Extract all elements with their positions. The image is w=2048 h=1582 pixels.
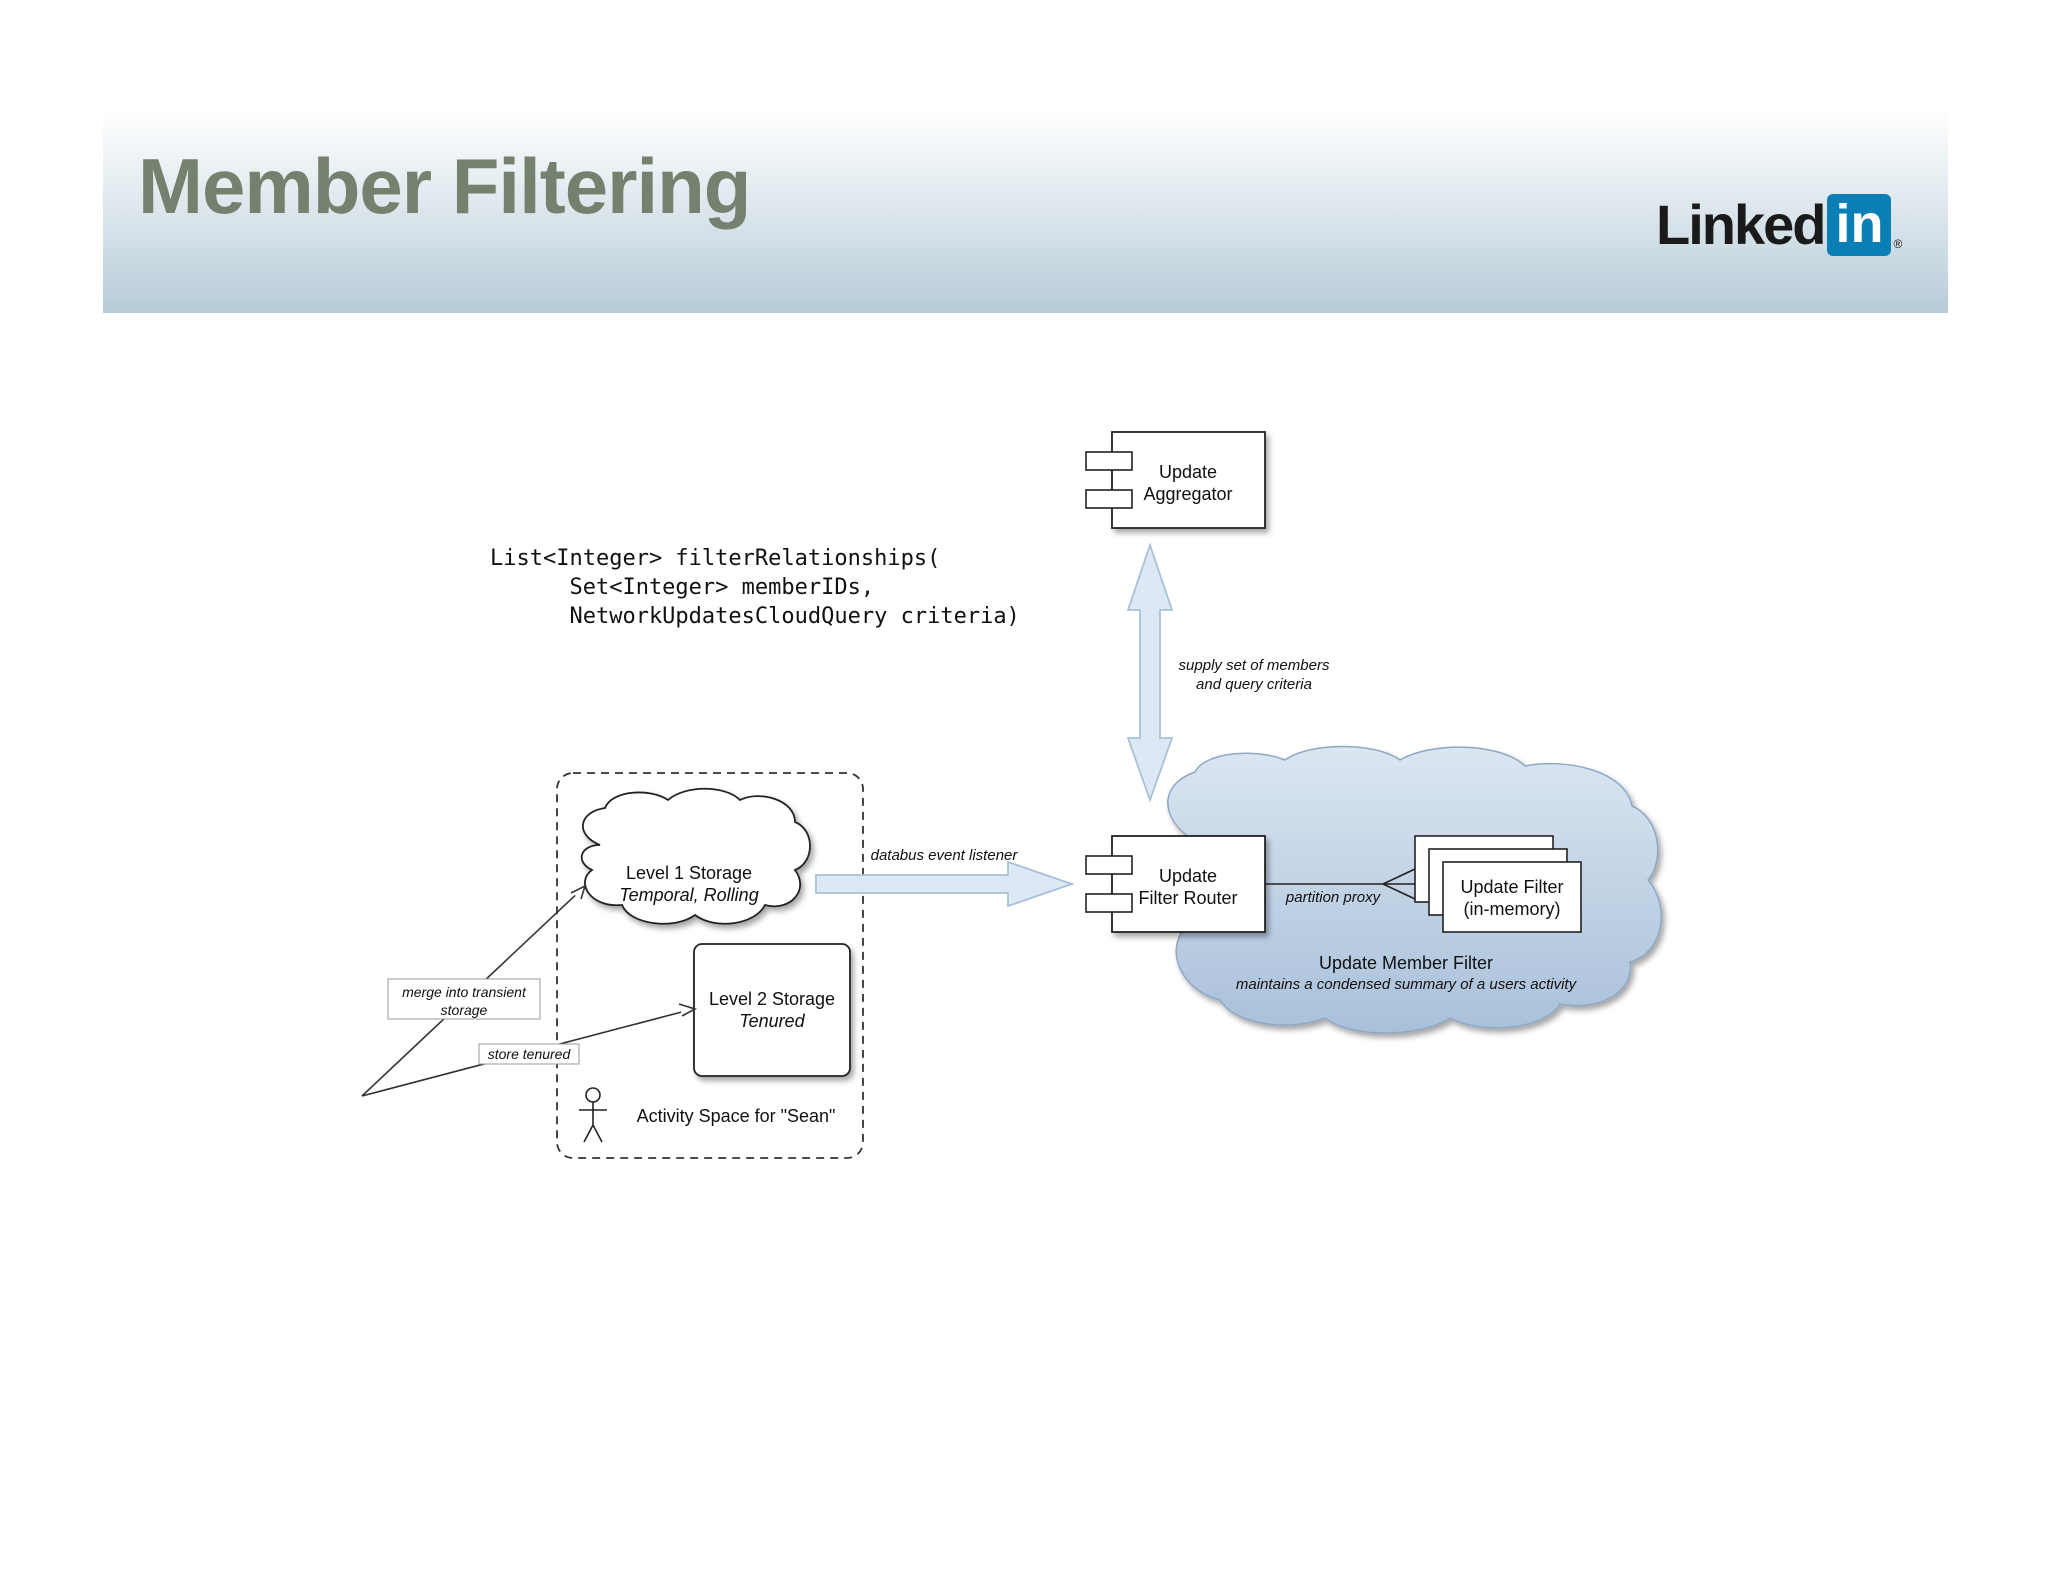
update-filter-router-component [1085, 835, 1266, 933]
merge-label-line2: storage [441, 1002, 488, 1018]
code-line-2: Set<Integer> memberIDs, [490, 575, 875, 600]
component-port-bottom [1085, 489, 1133, 509]
level1-label-line1: Level 1 Storage [626, 863, 752, 883]
partition-label: partition proxy [1285, 889, 1382, 906]
update-aggregator-component [1085, 431, 1266, 529]
component-port-top [1085, 855, 1133, 875]
method-signature: List<Integer> filterRelationships( Set<I… [490, 544, 1020, 631]
logo-wordmark: Linked [1656, 193, 1826, 256]
component-port-top [1085, 451, 1133, 471]
update-filter-stack [1414, 835, 1582, 933]
router-label-line1: Update [1159, 866, 1217, 886]
member-filter-title: Update Member Filter [1319, 953, 1493, 973]
activity-space-label: Activity Space for "Sean" [637, 1106, 836, 1126]
store-label: store tenured [488, 1046, 572, 1062]
databus-event-arrow [815, 860, 1075, 908]
store-label-box [478, 1043, 580, 1065]
code-line-1: List<Integer> filterRelationships( [490, 546, 941, 571]
component-port-bottom [1085, 893, 1133, 913]
aggregator-label-line2: Aggregator [1143, 484, 1232, 504]
logo-in-badge: in [1827, 194, 1892, 256]
level1-label-line2: Temporal, Rolling [619, 885, 758, 905]
merge-label-line1: merge into transient [402, 984, 527, 1000]
member-filter-subtitle: maintains a condensed summary of a users… [1236, 976, 1578, 993]
aggregator-label-line1: Update [1159, 462, 1217, 482]
supply-label-line2: and query criteria [1196, 676, 1312, 693]
supply-label-line1: supply set of members [1179, 657, 1330, 674]
filter-label-line2: (in-memory) [1464, 899, 1561, 919]
activity-space-boundary [556, 772, 864, 1159]
merge-label-box [387, 978, 541, 1020]
supply-criteria-double-arrow [1126, 542, 1174, 803]
partition-proxy-connector [1265, 868, 1416, 900]
actor-icon [579, 1087, 607, 1143]
logo-registered-mark: ® [1893, 237, 1903, 251]
databus-label: databus event listener [871, 847, 1019, 864]
level1-storage-cloud [580, 787, 811, 925]
level2-storage-box [693, 943, 851, 1077]
linkedin-logo: Linked in ® [1656, 193, 1902, 257]
filter-label-line1: Update Filter [1460, 877, 1563, 897]
slide-header: Member Filtering Linked in ® [103, 107, 1948, 313]
slide-title: Member Filtering [138, 142, 751, 230]
level2-label-line2: Tenured [739, 1011, 805, 1031]
code-line-3: NetworkUpdatesCloudQuery criteria) [490, 604, 1020, 629]
router-label-line2: Filter Router [1138, 888, 1237, 908]
level2-label-line1: Level 2 Storage [709, 989, 835, 1009]
